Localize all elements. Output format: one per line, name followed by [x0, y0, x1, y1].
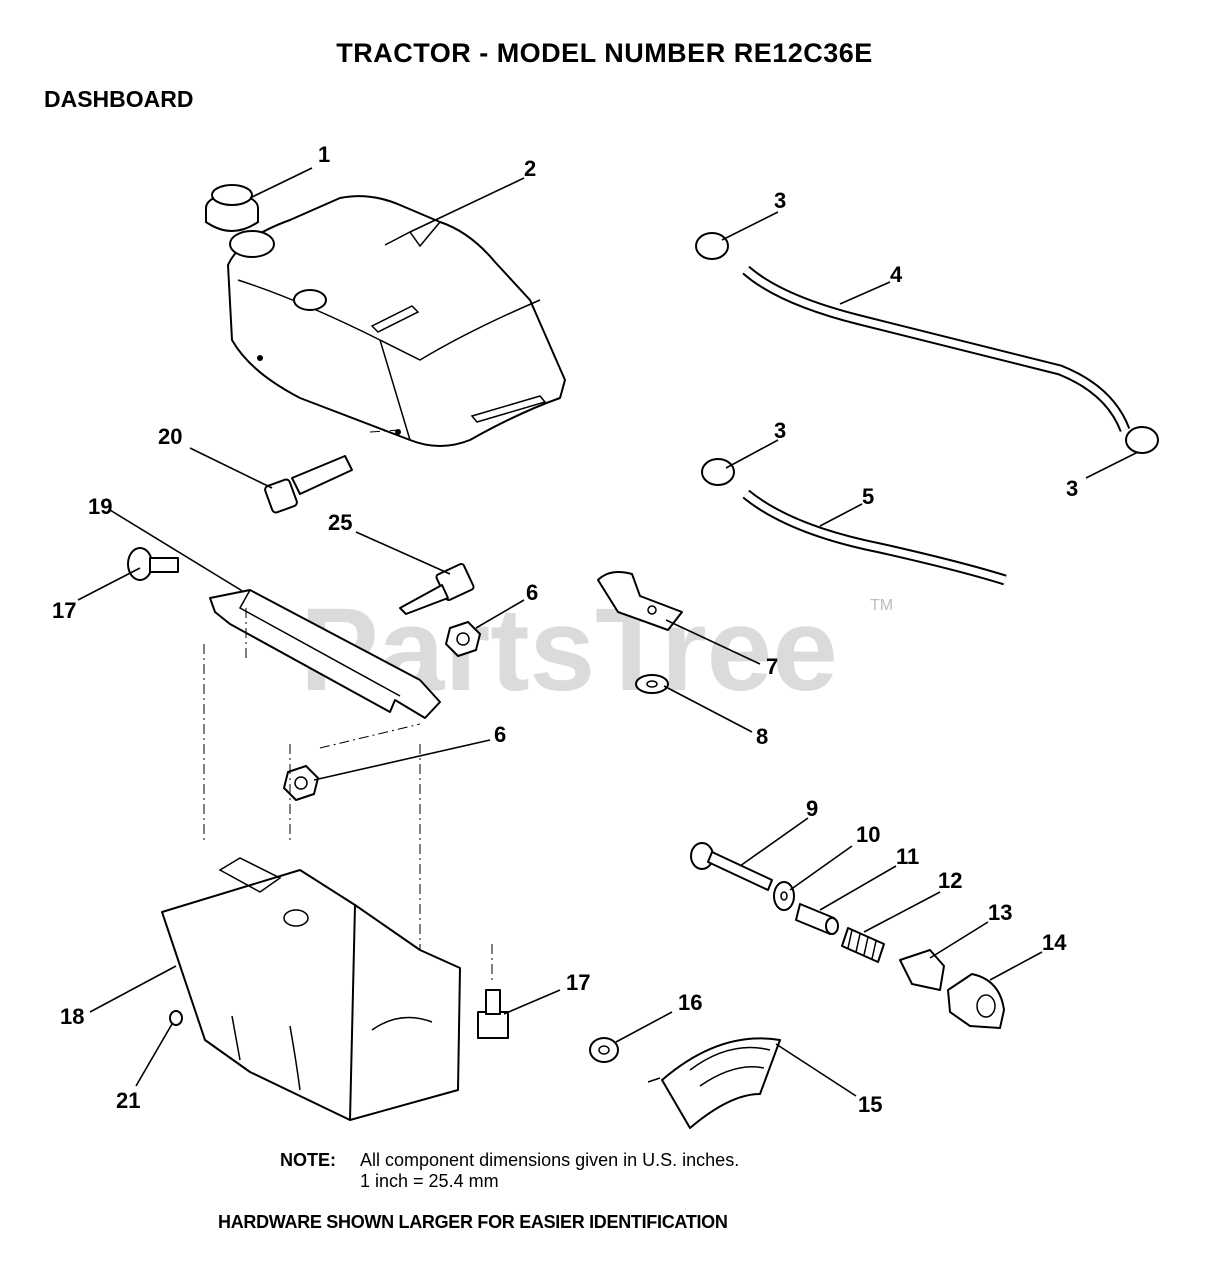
part-mounting-bracket: [209, 589, 441, 719]
callout-11: 11: [896, 844, 919, 869]
dimension-note: NOTE: All component dimensions given in U…: [280, 1150, 739, 1192]
trademark: TM: [870, 597, 893, 614]
callout-10: 10: [856, 822, 880, 847]
section-heading: DASHBOARD: [44, 86, 194, 112]
part-fuel-line-long: [742, 265, 1131, 433]
part-spacer-11: [795, 903, 839, 935]
part-nut: [445, 621, 481, 657]
callout-1: 1: [318, 142, 330, 167]
callout-5: 5: [862, 484, 874, 509]
callout-labels: 1 2 3 4 3 3 5 20 19 25 17 6 7 8 6 9 10 1…: [52, 142, 1078, 1117]
note-label: NOTE:: [280, 1150, 336, 1170]
part-clip: [597, 571, 683, 631]
part-dash-panel: [161, 857, 461, 1121]
part-fuel-cap: [205, 184, 259, 232]
callout-19: 19: [88, 494, 112, 519]
callout-2: 2: [524, 156, 536, 181]
callout-8: 8: [756, 724, 768, 749]
hardware-footer: HARDWARE SHOWN LARGER FOR EASIER IDENTIF…: [218, 1212, 728, 1232]
callout-3: 3: [774, 188, 786, 213]
callout-6: 6: [526, 580, 538, 605]
part-bolt: [127, 547, 179, 581]
callout-7: 7: [766, 654, 778, 679]
callout-15: 15: [858, 1092, 882, 1117]
leader-lines: [77, 167, 1139, 1097]
callout-9: 9: [806, 796, 818, 821]
part-latch-13: [899, 949, 945, 991]
part-washer: [635, 674, 669, 694]
part-washer-10: [773, 881, 795, 911]
callout-3c: 3: [1066, 476, 1078, 501]
callout-17b: 17: [566, 970, 590, 995]
part-pin: [169, 1010, 183, 1026]
callout-12: 12: [938, 868, 962, 893]
diagram-title: TRACTOR - MODEL NUMBER RE12C36E: [336, 38, 873, 68]
callout-6b: 6: [494, 722, 506, 747]
part-spring-12: [841, 927, 885, 963]
part-decal-plate: [647, 1037, 781, 1129]
part-nut: [283, 765, 319, 801]
callout-25: 25: [328, 510, 352, 535]
note-line-1: All component dimensions given in U.S. i…: [360, 1150, 740, 1170]
callout-17: 17: [52, 598, 76, 623]
callout-16: 16: [678, 990, 702, 1015]
part-nut-16: [589, 1037, 619, 1063]
callout-3b: 3: [774, 418, 786, 443]
callout-4: 4: [890, 262, 903, 287]
callout-18: 18: [60, 1004, 84, 1029]
part-bolt-25: [399, 562, 475, 615]
part-hose-clamp: [695, 232, 1159, 486]
part-bolt: [477, 989, 509, 1039]
callout-21: 21: [116, 1088, 140, 1113]
callout-20: 20: [158, 424, 182, 449]
part-dashboard-housing: [227, 195, 566, 447]
callout-13: 13: [988, 900, 1012, 925]
part-bolt-9: [690, 842, 773, 891]
part-screw: [264, 455, 353, 514]
part-knob-14: [947, 973, 1005, 1029]
callout-14: 14: [1042, 930, 1067, 955]
note-line-2: 1 inch = 25.4 mm: [360, 1171, 499, 1191]
